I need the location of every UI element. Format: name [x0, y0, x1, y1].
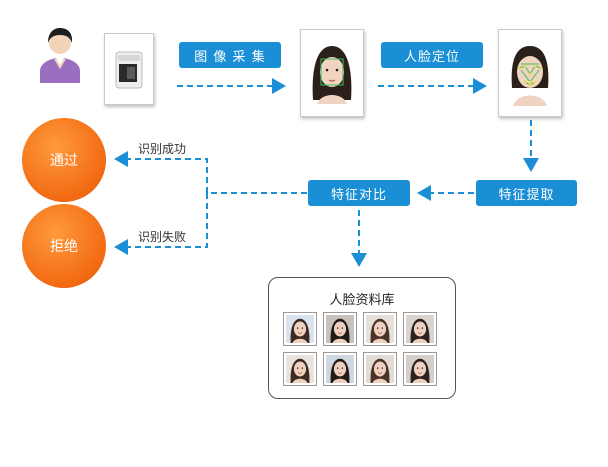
- face-photo-icon: [326, 355, 354, 383]
- result-reject-label: 拒绝: [50, 239, 78, 255]
- step-feature-extract-label: 特征提取: [498, 187, 555, 203]
- arrow-to-reject: [114, 193, 208, 255]
- face-thumbnail: [283, 312, 317, 346]
- step-image-capture: 图 像 采 集: [179, 42, 281, 68]
- edge-label-success: 识别成功: [138, 142, 187, 156]
- step-feature-extract: 特征提取: [476, 180, 577, 206]
- face-photo-icon: [286, 315, 314, 343]
- face-landmarks-icon: [511, 46, 549, 106]
- face-photo-icon: [286, 355, 314, 383]
- person-icon: [40, 28, 80, 83]
- step-image-capture-label: 图 像 采 集: [194, 49, 266, 65]
- result-pass-label: 通过: [50, 153, 78, 169]
- scanner-device-icon: [115, 51, 143, 89]
- step-face-locate: 人脸定位: [381, 42, 483, 68]
- face-photo-card: [300, 29, 364, 117]
- face-thumbnail: [363, 312, 397, 346]
- face-photo-icon: [406, 315, 434, 343]
- face-database: 人脸资料库: [268, 277, 456, 399]
- face-thumbnail: [323, 312, 357, 346]
- face-photo-icon: [366, 355, 394, 383]
- face-photo-icon: [312, 46, 352, 104]
- face-thumbnail: [283, 352, 317, 386]
- face-thumbnail: [363, 352, 397, 386]
- scanner-device-card: [104, 33, 154, 105]
- edge-label-failure: 识别失败: [138, 230, 187, 244]
- face-thumbnail: [323, 352, 357, 386]
- landmark-photo-card: [498, 29, 562, 117]
- face-photo-icon: [326, 315, 354, 343]
- face-photo-icon: [366, 315, 394, 343]
- face-thumbnail: [403, 312, 437, 346]
- step-face-locate-label: 人脸定位: [403, 49, 460, 65]
- step-feature-compare: 特征对比: [308, 180, 410, 206]
- face-thumbnail: [403, 352, 437, 386]
- result-reject: 拒绝: [22, 204, 106, 288]
- face-photo-icon: [406, 355, 434, 383]
- result-pass: 通过: [22, 118, 106, 202]
- face-database-title: 人脸资料库: [329, 293, 395, 308]
- arrow-to-pass: [114, 151, 208, 193]
- step-feature-compare-label: 特征对比: [330, 187, 387, 203]
